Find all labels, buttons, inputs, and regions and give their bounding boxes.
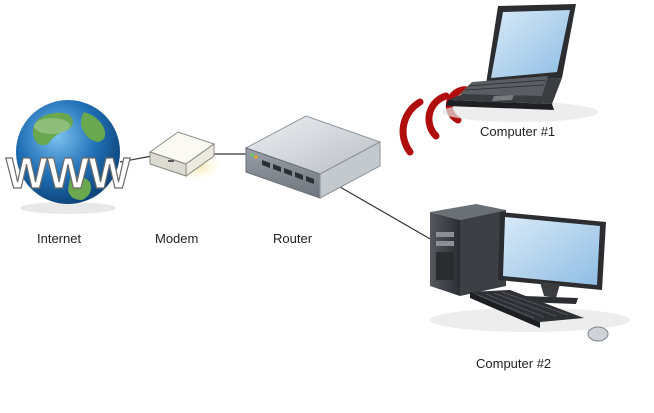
laptop-icon <box>442 4 598 122</box>
label-computer-2: Computer #2 <box>476 356 552 371</box>
modem-icon <box>148 131 222 180</box>
globe-www-text: WWW <box>6 149 131 198</box>
desktop-computer-icon <box>430 204 630 342</box>
router-icon <box>244 115 382 199</box>
label-internet: Internet <box>37 231 82 246</box>
label-router: Router <box>273 231 313 246</box>
globe-www-icon: WWW <box>5 100 131 214</box>
label-computer-1: Computer #1 <box>480 124 556 139</box>
cable-internet-modem <box>119 155 153 163</box>
cable-router-computer2 <box>339 186 433 241</box>
label-modem: Modem <box>155 231 199 246</box>
